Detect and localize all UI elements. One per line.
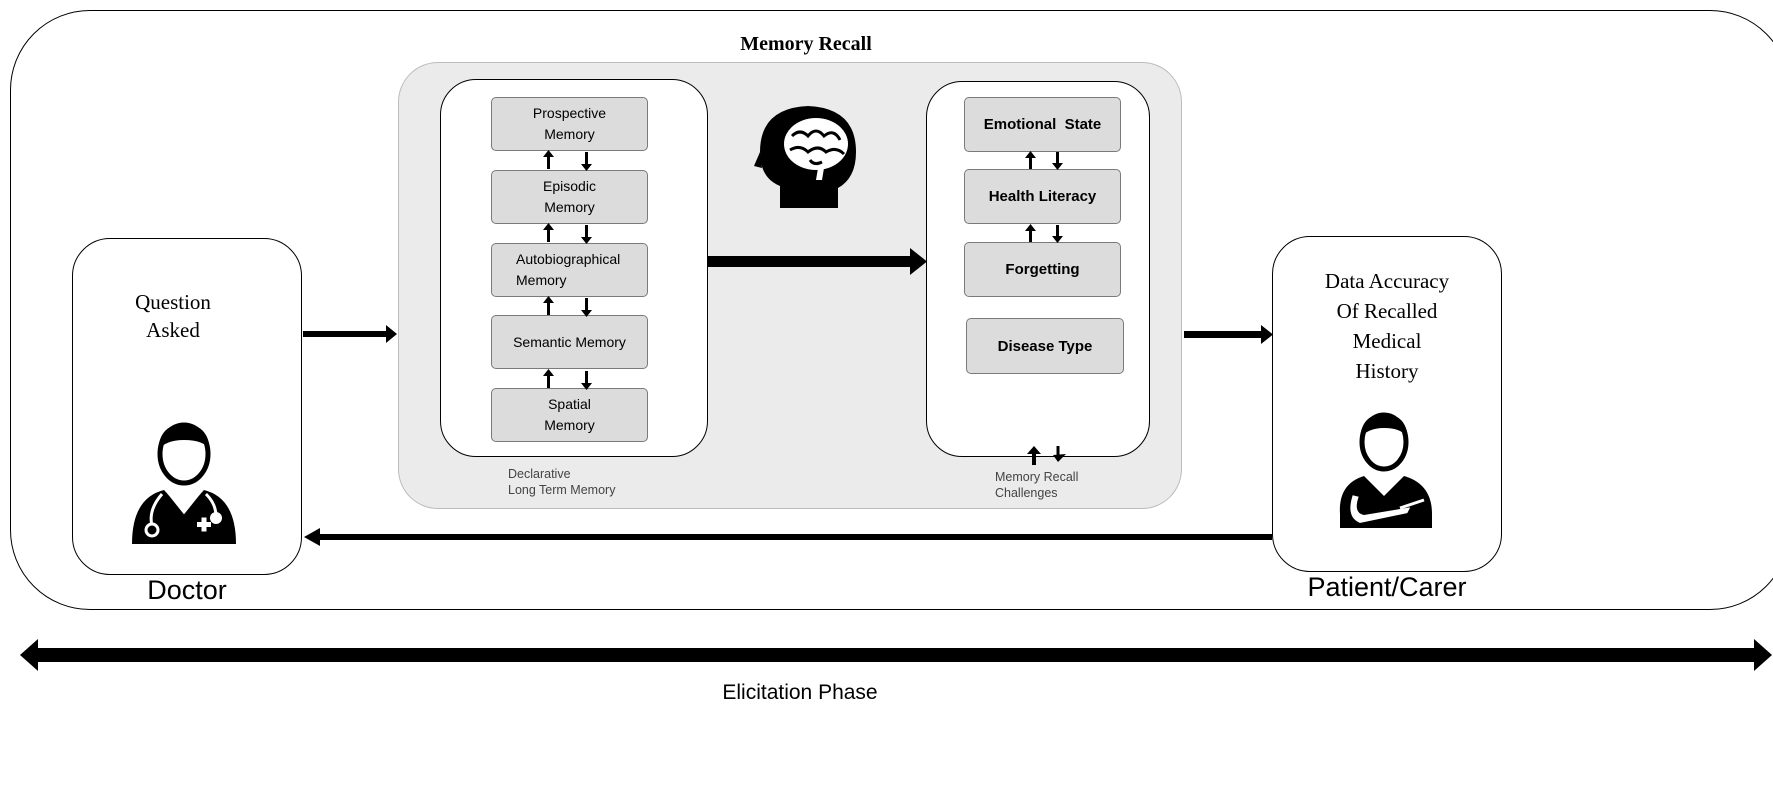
memory-item-spatial: Spatial Memory	[491, 388, 648, 442]
memory-item-semantic: Semantic Memory	[491, 315, 648, 369]
declarative-caption: Declarative Long Term Memory	[508, 467, 616, 497]
patient-icon	[1339, 412, 1432, 528]
elicitation-phase-label: Elicitation Phase	[722, 681, 878, 704]
doctor-icon	[132, 422, 236, 544]
elicitation-phase-arrow	[20, 639, 1772, 671]
diagram-title: Memory Recall	[740, 33, 872, 55]
data-accuracy-text: Data Accuracy Of Recalled Medical Histor…	[1324, 269, 1450, 383]
memory-item-prospective: Prospective Memory	[491, 97, 648, 151]
challenge-item-emotional-state: Emotional State	[964, 97, 1121, 152]
challenge-item-disease-type: Disease Type	[966, 318, 1124, 374]
challenge-item-forgetting: Forgetting	[964, 242, 1121, 297]
patient-label: Patient/Carer	[1307, 572, 1467, 602]
challenges-caption: Memory Recall Challenges	[995, 470, 1079, 500]
challenge-item-health-literacy: Health Literacy	[964, 169, 1121, 224]
memory-item-episodic: Episodic Memory	[491, 170, 648, 224]
memory-item-autobiographical: Autobiographical Memory	[491, 243, 648, 297]
doctor-label: Doctor	[147, 575, 227, 605]
question-asked-text: Question Asked	[135, 290, 211, 342]
brain-head-icon	[754, 106, 856, 208]
